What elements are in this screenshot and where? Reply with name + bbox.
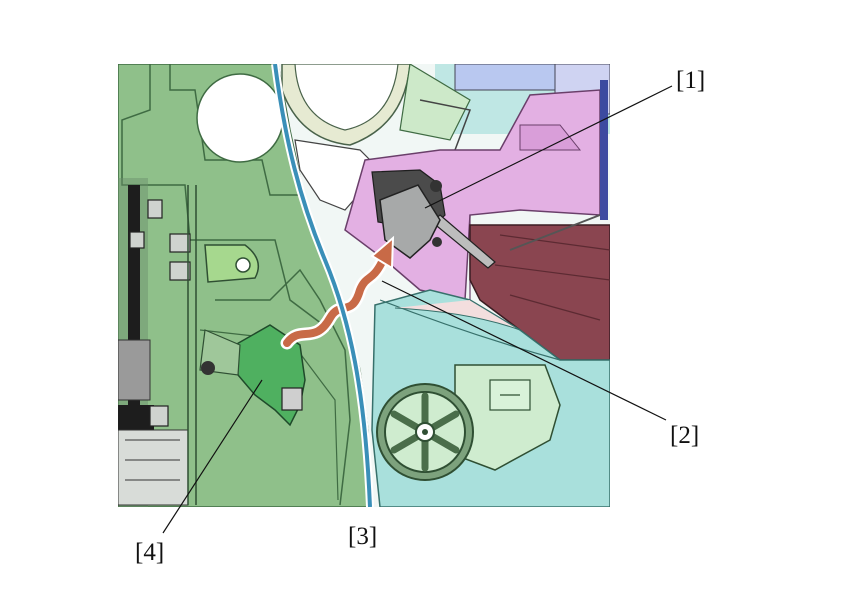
leader-lines: [162, 85, 673, 534]
gear-wheel-icon: [376, 383, 474, 481]
thermistor-sensor: [379, 184, 441, 259]
callout-label-4: [4]: [135, 539, 164, 566]
callout-labels: [1] [2] [3] [4]: [135, 67, 705, 566]
leader-line-4: [162, 379, 263, 534]
frame-hole: [196, 73, 284, 163]
callout-label-2: [2]: [670, 422, 699, 449]
bolts-left: [129, 199, 191, 427]
callout-label-3: [3]: [348, 523, 377, 550]
callout-label-1: [1]: [676, 67, 705, 94]
frame-tab: [204, 244, 260, 283]
leader-line-2: [381, 280, 667, 421]
mechanism-illustration: [118, 64, 610, 507]
leader-line-1: [424, 85, 673, 209]
